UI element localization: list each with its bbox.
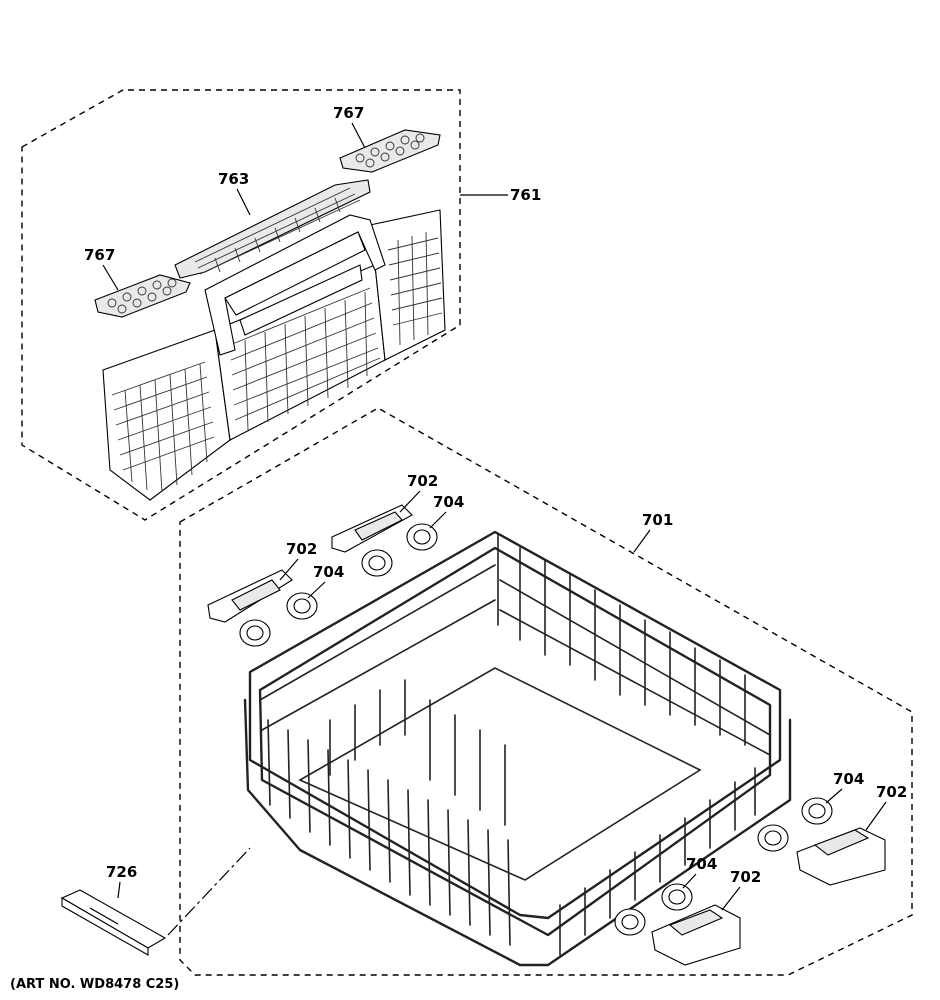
- callout-767-left: 767: [84, 246, 115, 264]
- callout-726: 726: [106, 863, 137, 881]
- nameplate-726: [60, 889, 167, 956]
- callout-701: 701: [642, 511, 673, 529]
- callout-763: 763: [218, 170, 249, 188]
- basket-lid-763: [174, 179, 371, 279]
- small-lid-767-top: [339, 129, 441, 173]
- art-number: (ART NO. WD8478 C25): [10, 977, 179, 992]
- callout-704-back-right: 704: [433, 493, 464, 511]
- callout-761: 761: [510, 186, 541, 204]
- callout-702-back-left: 702: [286, 540, 317, 558]
- wheel-clip-702-back-left: [207, 569, 293, 623]
- rack-assembly-boundary: [179, 407, 913, 976]
- basket-assembly-boundary: [21, 89, 461, 521]
- callout-702-front-center: 702: [730, 868, 761, 886]
- callout-702-back-right: 702: [407, 472, 438, 490]
- callout-704-front-center: 704: [686, 855, 717, 873]
- callout-704-back-left: 704: [313, 563, 344, 581]
- silverware-basket: [102, 209, 446, 501]
- wheel-clip-702-front-right: [796, 827, 886, 886]
- callout-704-front-right: 704: [833, 770, 864, 788]
- small-lid-767-left: [94, 274, 191, 318]
- callout-767-top: 767: [333, 104, 364, 122]
- wheel-704: [239, 523, 833, 936]
- callout-702-front-right: 702: [876, 783, 907, 801]
- wheel-clip-702-back-right: [331, 504, 413, 553]
- wheel-clip-702-front-center: [651, 904, 741, 966]
- lower-rack: [243, 530, 792, 967]
- nameplate-leader: [167, 847, 251, 936]
